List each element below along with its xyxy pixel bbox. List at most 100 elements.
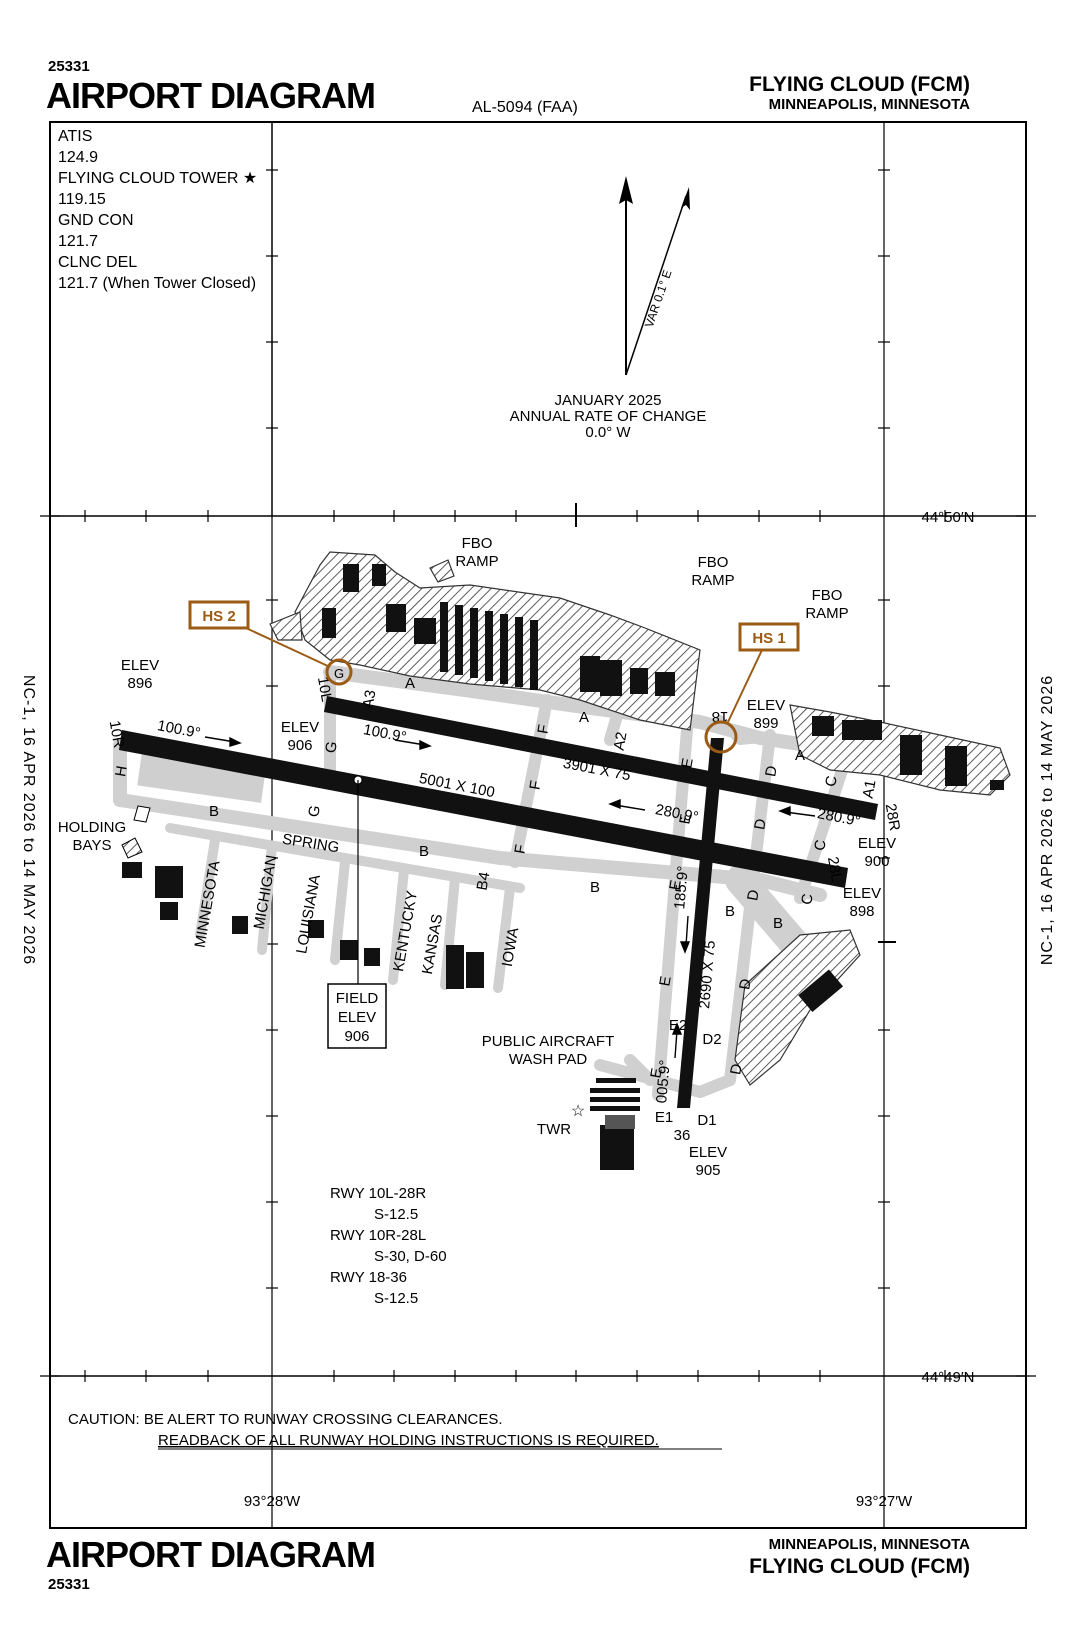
- taxiway-d-3: D: [744, 888, 763, 902]
- strength-rwy2: RWY 10R-28L: [330, 1227, 426, 1244]
- taxiway-b-4: B: [773, 915, 783, 932]
- lat-south: 44°49′N: [921, 1369, 974, 1386]
- map-frame: [49, 121, 1027, 1529]
- lat-north: 44°50′N: [921, 509, 974, 526]
- hotspot-1-box: [738, 622, 800, 652]
- elev-896-label: ELEV: [121, 657, 159, 674]
- tower-freq: 119.15: [58, 191, 106, 208]
- fbo-ramp-2-a: FBO: [698, 554, 729, 571]
- rwy-28r-label: 28R: [882, 802, 904, 832]
- holding-bays-2: BAYS: [73, 837, 112, 854]
- atis-label: ATIS: [58, 128, 93, 145]
- holding-bays-1: HOLDING: [58, 819, 126, 836]
- field-elev-value: 906: [344, 1028, 369, 1045]
- taxiway-c-1: C: [822, 774, 841, 788]
- north-arrow: [619, 176, 690, 376]
- city-state: MINNEAPOLIS, MINNESOTA: [768, 96, 970, 113]
- taxiway-d-2: D: [751, 817, 770, 831]
- street-louisiana: LOUISIANA: [293, 873, 324, 955]
- street-minnesota: MINNESOTA: [192, 859, 224, 949]
- street-michigan: MICHIGAN: [251, 854, 281, 931]
- al-number: AL-5094 (FAA): [472, 99, 578, 116]
- runways: [119, 696, 878, 1108]
- taxiway-c-2: C: [811, 838, 830, 852]
- field-elev-1: FIELD: [336, 990, 379, 1007]
- strength-val1: S-12.5: [374, 1206, 418, 1223]
- hotspot-2-label: HS 2: [202, 608, 235, 625]
- clearance-freq: 121.7 (When Tower Closed): [58, 275, 257, 292]
- elev-898-label: ELEV: [843, 885, 881, 902]
- elev-906-value: 906: [287, 737, 312, 754]
- strength-val3: S-12.5: [374, 1290, 418, 1307]
- taxiway-b-3: B: [590, 879, 600, 896]
- caution-line2: READBACK OF ALL RUNWAY HOLDING INSTRUCTI…: [158, 1432, 659, 1449]
- holding-bays: [121, 805, 151, 859]
- elev-906-label: ELEV: [281, 719, 319, 736]
- elev-905-value: 905: [695, 1162, 720, 1179]
- taxiway-a-3: A: [795, 747, 805, 764]
- tower-label: TWR: [537, 1121, 571, 1138]
- taxiway-e-3: E: [666, 879, 684, 892]
- clearance-label: CLNC DEL: [58, 254, 138, 271]
- elev-900-label: ELEV: [858, 835, 896, 852]
- taxiway-e2: E2: [669, 1017, 687, 1034]
- frequency-list: ATIS 124.9 FLYING CLOUD TOWER ★ 119.15 G…: [58, 126, 257, 294]
- svg-text:G: G: [334, 666, 344, 681]
- ground-label: GND CON: [58, 212, 134, 229]
- footer-airport: FLYING CLOUD (FCM): [749, 1555, 970, 1578]
- airport-name: FLYING CLOUD (FCM): [749, 73, 970, 96]
- hotspots: HS 2 G HS 1: [188, 600, 800, 754]
- tower-star-icon: ☆: [571, 1103, 585, 1120]
- hotspot-1-label: HS 1: [752, 630, 785, 647]
- hdg-005: 005.9°: [653, 1059, 674, 1104]
- elev-896-value: 896: [127, 675, 152, 692]
- taxiway-d-1: D: [762, 764, 781, 778]
- strength-rwy1: RWY 10L-28R: [330, 1185, 426, 1202]
- taxiway-e-2: E: [676, 813, 694, 826]
- taxiway-e-1: E: [678, 757, 696, 770]
- hotspot-2-circle: [325, 658, 353, 686]
- taxiway-a3: A3: [360, 689, 380, 710]
- taxiway-g-2: G: [305, 804, 324, 818]
- chart-number: 25331: [48, 58, 90, 75]
- runway-10r-28l: [119, 730, 848, 888]
- elev-899-value: 899: [753, 715, 778, 732]
- rwy-10l-label: 10L: [314, 675, 335, 703]
- taxiway-a1: A1: [860, 779, 880, 800]
- taxiway-a-2: A: [579, 709, 589, 726]
- buildings: [122, 564, 1004, 1170]
- var-label: VAR 0.1° E: [642, 268, 675, 329]
- taxiway-e-4: E: [656, 975, 674, 988]
- wash-pad-2: WASH PAD: [509, 1051, 588, 1068]
- caution-note: CAUTION: BE ALERT TO RUNWAY CROSSING CLE…: [68, 1411, 722, 1450]
- taxiway-d2: D2: [702, 1031, 721, 1048]
- taxiway-a2: A2: [611, 731, 631, 752]
- taxiway-e-5: E: [647, 1067, 665, 1080]
- taxiway-e1: E1: [655, 1109, 673, 1126]
- ground-freq: 121.7: [58, 233, 99, 250]
- footer-title: AIRPORT DIAGRAM: [46, 1534, 376, 1575]
- taxiway-b-1: B: [209, 803, 219, 820]
- runway-18-36: [677, 738, 724, 1108]
- field-elev-2: ELEV: [338, 1009, 376, 1026]
- runway-strength: RWY 10L-28R S-12.5 RWY 10R-28L S-30, D-6…: [330, 1185, 447, 1307]
- mag-rate: 0.0° W: [585, 424, 631, 441]
- elev-898-value: 898: [849, 903, 874, 920]
- taxiway-h: H: [112, 764, 131, 778]
- elev-900-value: 900: [864, 853, 889, 870]
- mag-rate-label: ANNUAL RATE OF CHANGE: [510, 408, 707, 425]
- rwy-18-label: 18: [712, 708, 729, 725]
- fbo-ramp-3-b: RAMP: [805, 605, 848, 622]
- wash-pad-1: PUBLIC AIRCRAFT: [482, 1033, 615, 1050]
- strength-val2: S-30, D-60: [374, 1248, 447, 1265]
- caution-line1: CAUTION: BE ALERT TO RUNWAY CROSSING CLE…: [68, 1411, 503, 1428]
- strength-rwy3: RWY 18-36: [330, 1269, 407, 1286]
- field-elevation-box: FIELD ELEV 906: [327, 983, 387, 1049]
- fbo-ramp-1-b: RAMP: [455, 553, 498, 570]
- street-iowa: IOWA: [499, 926, 523, 968]
- lon-east: 93°27′W: [856, 1493, 913, 1510]
- footer-chart-number: 25331: [48, 1576, 90, 1593]
- taxiway-d1: D1: [697, 1112, 716, 1129]
- taxiway-f-3: F: [511, 843, 529, 855]
